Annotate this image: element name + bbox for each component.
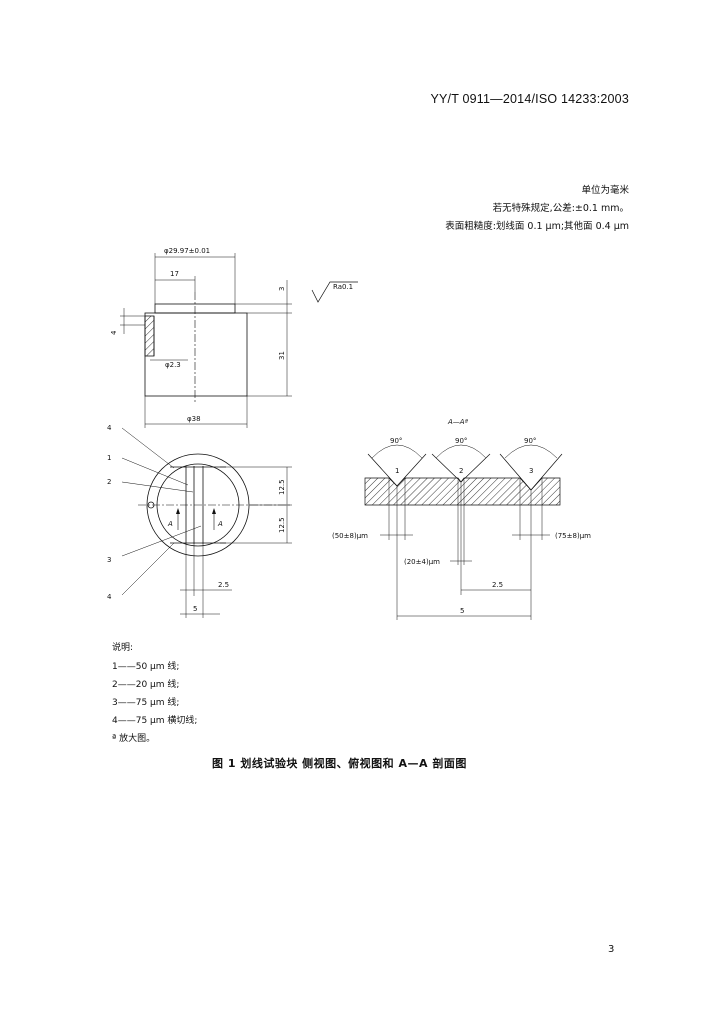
- roughness-label: Ra0.1: [333, 283, 353, 291]
- dim-20um: (20±4)μm: [404, 558, 440, 566]
- side-view: [120, 253, 358, 428]
- section-mark-right: A: [217, 520, 223, 528]
- section-view: [364, 444, 563, 620]
- legend-title: 说明:: [112, 643, 134, 653]
- dim-hole: φ2.3: [165, 361, 181, 369]
- section-title: A—Aª: [447, 418, 469, 426]
- dim-3: 3: [278, 287, 286, 291]
- legend-item-4: 4——75 μm 横切线;: [112, 716, 198, 726]
- dim-2-5-top: 2.5: [218, 581, 229, 589]
- standard-header: YY/T 0911—2014/ISO 14233:2003: [430, 92, 629, 106]
- figure-caption: 图 1 划线试验块 侧视图、俯视图和 A—A 剖面图: [212, 757, 467, 770]
- tolerance-note: 若无特殊规定,公差:±0.1 mm。: [492, 203, 629, 214]
- callout-2: 2: [107, 478, 111, 486]
- dim-4: 4: [110, 330, 118, 335]
- callout-4-bottom: 4: [107, 593, 112, 601]
- callout-1: 1: [107, 454, 111, 462]
- page-number: 3: [608, 944, 615, 955]
- roughness-note: 表面粗糙度:划线面 0.1 μm;其他面 0.4 μm: [445, 221, 629, 232]
- dim-5-section: 5: [460, 607, 464, 615]
- groove-label-2: 2: [459, 467, 463, 475]
- angle-2: 90°: [455, 437, 467, 445]
- callout-3: 3: [107, 556, 111, 564]
- dim-outer-diameter: φ38: [187, 415, 201, 423]
- legend-item-1: 1——50 μm 线;: [112, 662, 180, 672]
- dim-31: 31: [278, 351, 286, 360]
- dim-50um: (50±8)μm: [332, 532, 368, 540]
- dim-2-5-section: 2.5: [492, 581, 503, 589]
- angle-1: 90°: [390, 437, 402, 445]
- unit-note: 单位为毫米: [581, 185, 629, 196]
- dim-12-5-upper: 12.5: [278, 479, 286, 495]
- dim-75um: (75±8)μm: [555, 532, 591, 540]
- section-mark-left: A: [167, 520, 173, 528]
- dim-5-top: 5: [193, 605, 197, 613]
- legend-item-5: ª 放大图。: [112, 734, 156, 744]
- dim-diameter-top: φ29.97±0.01: [164, 247, 210, 255]
- top-view: [121, 427, 292, 618]
- callout-4-top: 4: [107, 424, 112, 432]
- dim-12-5-lower: 12.5: [278, 517, 286, 533]
- groove-label-1: 1: [395, 467, 399, 475]
- dim-17: 17: [170, 270, 179, 278]
- legend-item-2: 2——20 μm 线;: [112, 680, 180, 690]
- angle-3: 90°: [524, 437, 536, 445]
- legend-item-3: 3——75 μm 线;: [112, 698, 180, 708]
- groove-label-3: 3: [529, 467, 533, 475]
